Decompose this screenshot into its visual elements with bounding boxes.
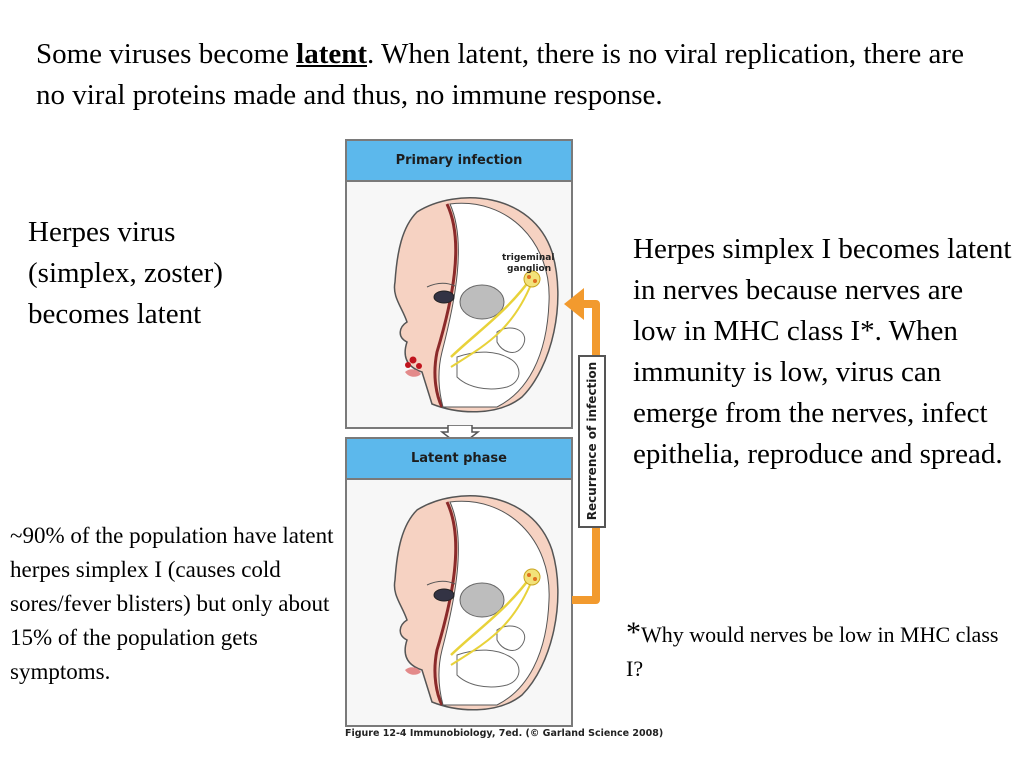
- recurrence-label-box: [578, 355, 606, 528]
- primary-infection-title: Primary infection: [347, 141, 571, 182]
- question-asterisk: *: [626, 616, 641, 649]
- ganglion-label-line1: trigeminal: [502, 253, 554, 263]
- intro-text-1: Some viruses become: [36, 38, 297, 70]
- intro-paragraph: Some viruses become latent. When latent,…: [36, 34, 976, 116]
- primary-infection-panel: Primary infection trigeminal ganglion: [345, 139, 573, 429]
- population-stat-text: ~90% of the population have latent herpe…: [10, 523, 334, 684]
- latent-phase-title: Latent phase: [347, 439, 571, 480]
- mhc-question: *Why would nerves be low in MHC class I?: [626, 616, 1006, 686]
- recurrence-label-text: Recurrence of infection: [585, 361, 599, 521]
- intro-text-2: . When latent, there is no viral replica…: [36, 38, 964, 111]
- herpes-latent-label: Herpes virus (simplex, zoster) becomes l…: [28, 216, 223, 330]
- question-text: Why would nerves be low in MHC class I?: [626, 622, 999, 681]
- latent-phase-panel: Latent phase: [345, 437, 573, 727]
- latent-head-illustration: [393, 495, 559, 711]
- mhc-explanation-text: Herpes simplex I becomes latent in nerve…: [633, 233, 1012, 470]
- primary-head-illustration: trigeminal ganglion: [393, 197, 559, 413]
- figure-caption: Figure 12-4 Immunobiology, 7ed. (© Garla…: [345, 728, 664, 739]
- ganglion-label-line2: ganglion: [507, 264, 551, 274]
- latent-keyword: latent: [296, 38, 368, 70]
